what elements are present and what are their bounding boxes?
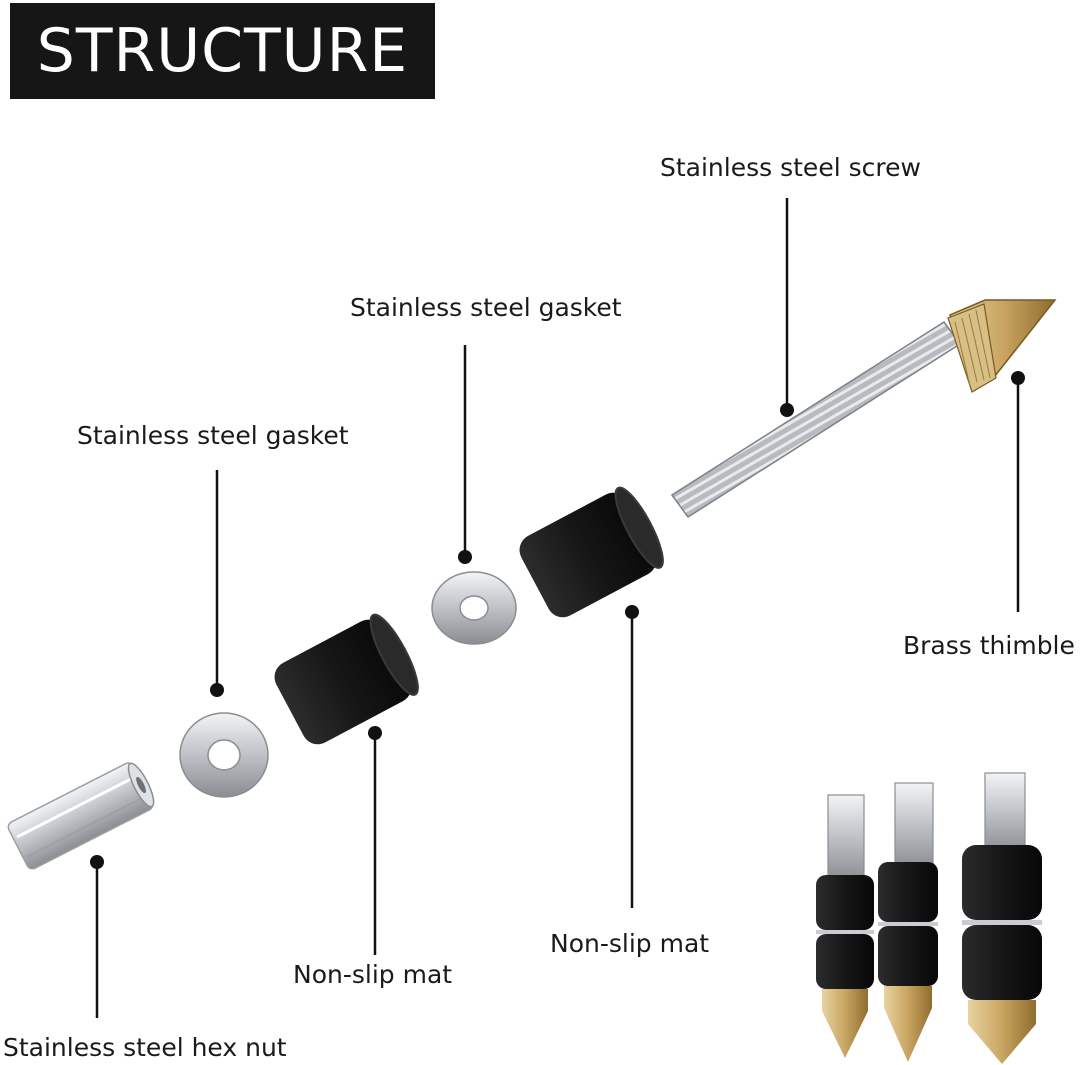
stainless-steel-screw — [672, 322, 960, 517]
label-brass-thimble: Brass thimble — [903, 631, 1075, 661]
assembled-spike-large — [962, 773, 1042, 1064]
brass-thimble — [948, 300, 1055, 392]
stainless-steel-gasket-left — [180, 713, 268, 797]
label-stainless-steel-hex-nut: Stainless steel hex nut — [3, 1033, 287, 1063]
non-slip-mat-right — [514, 482, 671, 622]
label-non-slip-mat-left: Non-slip mat — [293, 960, 452, 990]
stainless-steel-hex-nut — [6, 759, 159, 871]
stainless-steel-gasket-right — [432, 572, 516, 644]
label-stainless-steel-gasket-left: Stainless steel gasket — [77, 421, 349, 451]
label-non-slip-mat-right: Non-slip mat — [550, 929, 709, 959]
label-stainless-steel-screw: Stainless steel screw — [660, 153, 921, 183]
label-stainless-steel-gasket-right: Stainless steel gasket — [350, 293, 622, 323]
non-slip-mat-left — [269, 609, 426, 749]
assembled-spike-small — [816, 795, 874, 1058]
assembled-spikes-photo — [816, 773, 1042, 1064]
assembled-spike-medium — [878, 783, 938, 1062]
